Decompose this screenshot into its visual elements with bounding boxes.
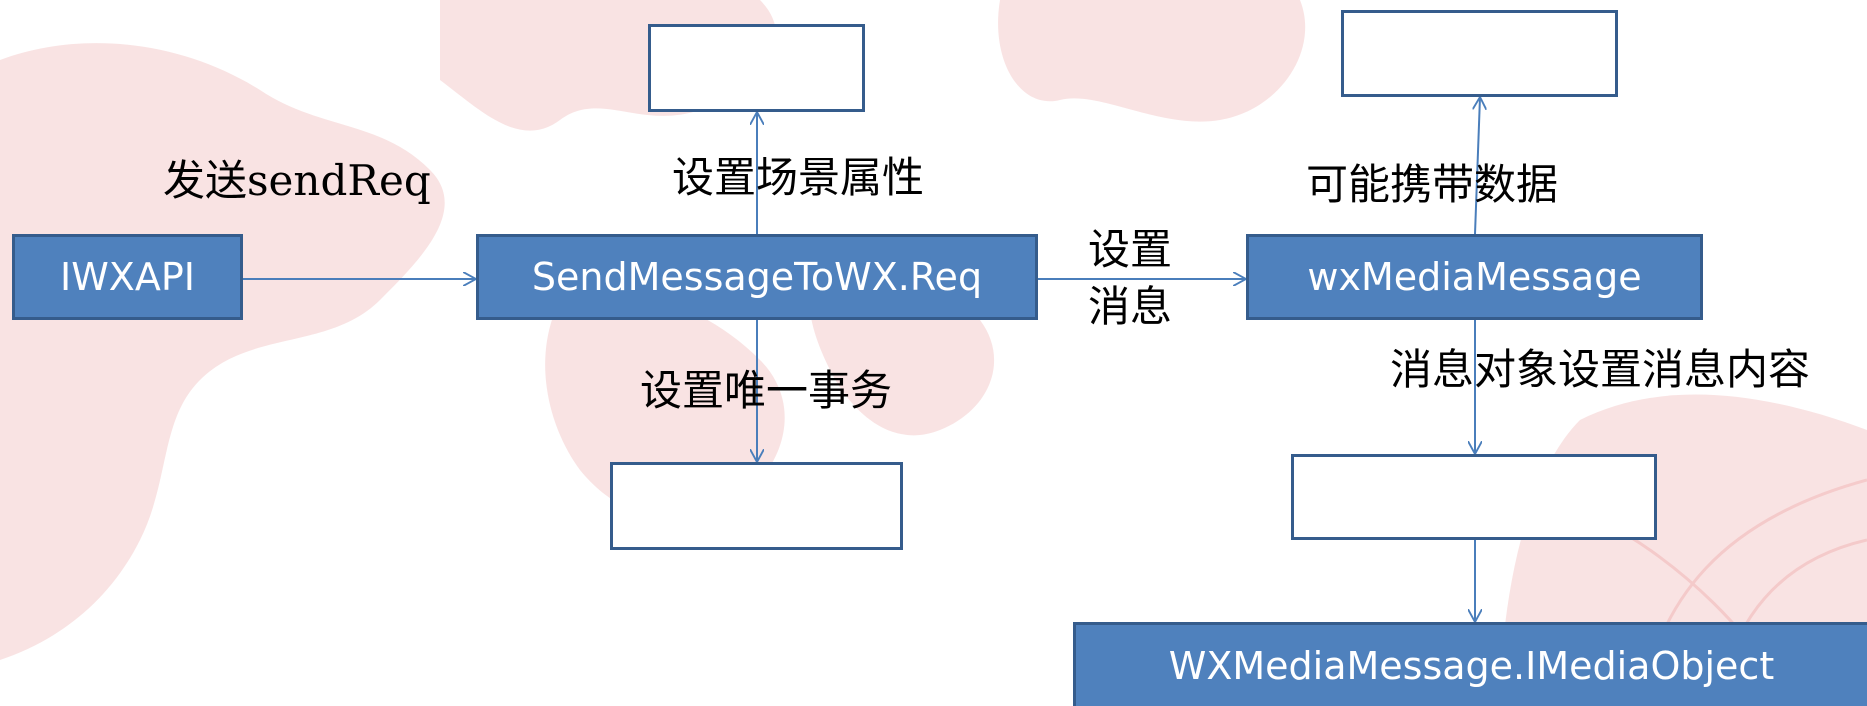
set-scene-label: 设置场景属性: [672, 153, 925, 202]
node-iwxapi-label: IWXAPI: [60, 255, 195, 299]
node-iwxapi: IWXAPI: [12, 234, 243, 320]
set-message-label-line1: 设置: [1088, 225, 1173, 274]
node-media-message-label: wxMediaMessage: [1307, 255, 1642, 299]
node-send-req: SendMessageToWX.Req: [476, 234, 1038, 320]
data-target-box: [1341, 10, 1618, 97]
arrow-media-message-to-data: [1475, 97, 1480, 235]
transaction-target-box: [610, 462, 903, 550]
set-transaction-label: 设置唯一事务: [640, 366, 893, 415]
set-content-label: 消息对象设置消息内容: [1390, 345, 1811, 394]
scene-target-box: [648, 24, 865, 112]
carry-data-label: 可能携带数据: [1306, 160, 1559, 209]
node-media-object: WXMediaMessage.IMediaObject: [1073, 622, 1867, 706]
content-target-box: [1291, 454, 1657, 540]
send-req-label: 发送sendReq: [163, 156, 431, 205]
node-media-message: wxMediaMessage: [1246, 234, 1703, 320]
node-media-object-label: WXMediaMessage.IMediaObject: [1168, 643, 1775, 688]
set-message-label-line2: 消息: [1088, 282, 1173, 331]
node-send-req-label: SendMessageToWX.Req: [531, 255, 983, 299]
